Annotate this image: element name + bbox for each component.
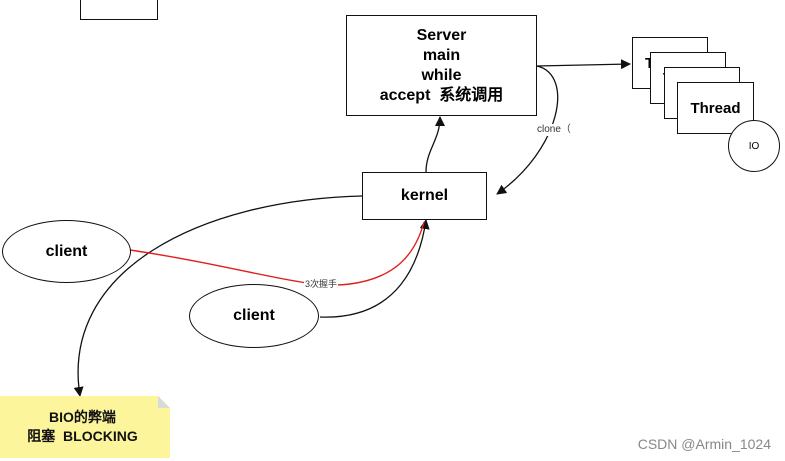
edge-client2-to-kernel [319, 219, 430, 318]
kernel-label: kernel [400, 187, 449, 204]
server-line-3: while [421, 66, 462, 84]
kernel-box: kernel [362, 172, 487, 220]
client-label-1: client [45, 242, 88, 260]
edge-handshake [129, 221, 425, 286]
client-label-2: client [233, 307, 275, 324]
edge-server-to-thread [536, 59, 631, 70]
note-line-2: 阻塞 BLOCKING [27, 428, 138, 444]
note-text: BIO的弊端 阻塞 BLOCKING [0, 408, 165, 446]
client-node-1: client [2, 220, 131, 283]
cropped-top-box [80, 0, 158, 20]
io-circle: IO [728, 120, 780, 172]
server-line-2: main [422, 46, 461, 64]
note-line-1: BIO的弊端 [49, 409, 116, 425]
handshake-edge-label: 3次握手 [304, 278, 339, 290]
thread-label: Thread [690, 99, 741, 117]
clone-edge-label: clone（ [536, 124, 572, 136]
io-label: IO [748, 140, 760, 152]
server-line-4: accept 系统调用 [379, 86, 504, 104]
edge-kernel-to-note [73, 195, 363, 397]
thread-label-back-1: T [645, 55, 654, 72]
edge-clone [496, 65, 559, 195]
edge-kernel-to-server [425, 116, 445, 173]
watermark: CSDN @Armin_1024 [637, 436, 771, 452]
server-box: Server main while accept 系统调用 [346, 15, 537, 116]
server-line-1: Server [416, 26, 467, 44]
client-node-2: client [189, 284, 319, 348]
sticky-note [0, 396, 170, 458]
